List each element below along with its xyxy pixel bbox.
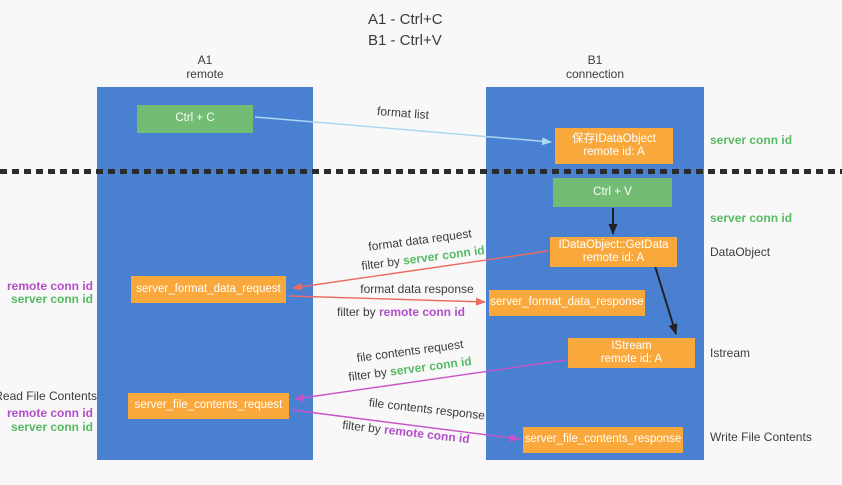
node-server-file-contents-request-label: server_file_contents_request	[134, 399, 283, 412]
remote-conn-id-key: remote conn id	[379, 305, 466, 319]
filter-by-text: filter by	[336, 305, 379, 319]
node-server-file-contents-response: server_file_contents_response	[523, 427, 683, 453]
node-istream: IStream remote id: A	[568, 338, 695, 368]
lane-b1-name: B1	[587, 53, 603, 67]
server-conn-id-annotation-2: server conn id	[710, 211, 793, 225]
lane-a1-name: A1	[197, 53, 213, 67]
server-conn-id-annotation-4: server conn id	[10, 420, 93, 434]
getdata-to-istream-arrow	[654, 265, 678, 335]
file-contents-response-arrow	[291, 409, 520, 442]
write-file-contents-annotation: Write File Contents	[710, 430, 812, 444]
format-data-response-filter-label: filter by remote conn id	[337, 305, 465, 319]
lane-b1-subtitle: connection	[565, 67, 625, 81]
lane-a1-subtitle: remote	[186, 67, 224, 81]
title-line-2: B1 - Ctrl+V	[368, 32, 442, 49]
node-istream-line2: remote id: A	[600, 353, 663, 365]
node-save-dataobject: 保存IDataObject remote id: A	[555, 128, 673, 164]
format-list-arrow	[254, 116, 552, 146]
lane-header-a1: A1 remote	[97, 53, 313, 81]
istream-annotation: Istream	[710, 346, 751, 360]
node-ctrl-c: Ctrl + C	[137, 105, 253, 133]
node-server-file-contents-request: server_file_contents_request	[128, 393, 289, 419]
server-conn-id-annotation-3: server conn id	[10, 292, 93, 306]
remote-conn-id-annotation-1: remote conn id	[6, 279, 93, 293]
remote-conn-id-annotation-2: remote conn id	[6, 406, 93, 420]
diagram-title: A1 - Ctrl+C B1 - Ctrl+V	[368, 9, 443, 51]
node-server-format-data-request: server_format_data_request	[131, 276, 286, 303]
node-server-format-data-response-label: server_format_data_response	[490, 296, 644, 309]
node-idataobject-getdata: IDataObject::GetData remote id: A	[550, 237, 677, 267]
format-data-response-label: format data response	[360, 282, 474, 296]
node-ctrl-v: Ctrl + V	[553, 178, 672, 207]
lane-header-b1: B1 connection	[486, 53, 704, 81]
dashed-divider-line	[0, 169, 842, 174]
node-save-dataobject-line1: 保存IDataObject	[572, 132, 656, 145]
node-server-format-data-request-label: server_format_data_request	[136, 282, 281, 295]
title-line-1: A1 - Ctrl+C	[368, 11, 443, 28]
node-idataobject-getdata-line2: remote id: A	[582, 252, 645, 264]
node-idataobject-getdata-line1: IDataObject::GetData	[558, 238, 669, 251]
node-ctrl-v-label: Ctrl + V	[593, 185, 632, 198]
format-data-response-arrow	[288, 295, 486, 306]
dataobject-annotation: DataObject	[710, 245, 771, 259]
node-server-format-data-response: server_format_data_response	[489, 290, 645, 316]
node-save-dataobject-line2: remote id: A	[583, 146, 645, 158]
format-data-request-arrow	[292, 250, 549, 291]
read-file-contents-annotation: Read File Contents	[0, 389, 97, 403]
node-ctrl-c-label: Ctrl + C	[175, 112, 215, 125]
server-conn-id-annotation-1: server conn id	[710, 133, 793, 147]
node-server-file-contents-response-label: server_file_contents_response	[524, 433, 682, 446]
node-istream-line1: IStream	[611, 339, 652, 352]
file-contents-request-arrow	[294, 359, 567, 402]
